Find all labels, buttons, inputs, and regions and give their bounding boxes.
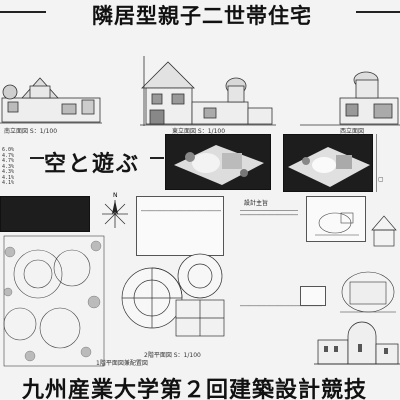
elevation-3	[300, 71, 400, 126]
svg-text:N: N	[113, 192, 118, 199]
site-photo	[0, 196, 90, 232]
table-row: 4.3%	[2, 163, 15, 170]
concept-sketch-panel: ━━━━━━━━━━━━━━━━━━━━━━━━━━━━━━━━━━━━━━━━…	[136, 196, 224, 256]
design-intent-text: ━━━━━━━━━━━━━━━━━━━━━━━━━━━━━━━━━━━━━━━━…	[240, 210, 298, 300]
table-row: 4.1%	[2, 174, 15, 181]
section-sketch-1	[371, 215, 397, 247]
table-row: 6.0%	[2, 147, 15, 153]
table-row: 4.7%	[2, 158, 15, 164]
elevation-3-caption: 西立面図	[340, 128, 365, 135]
table-row: 4.1%	[2, 180, 15, 186]
site-plan	[3, 235, 105, 367]
area-table: 6.0% 4.7% 4.7% 4.3% 4.3% 4.1% 4.1%	[2, 147, 28, 188]
subtitle-rule-left	[30, 157, 44, 159]
sketch-panel-2	[300, 286, 326, 306]
elevation-drawings	[0, 56, 400, 126]
table-row: 4.7%	[2, 152, 15, 159]
subtitle: 空と遊ぶ	[44, 151, 141, 177]
elevation-2-caption: 東立面図 S：1/100	[172, 128, 226, 135]
elevation-1	[0, 77, 102, 124]
title-rule-right	[356, 11, 400, 13]
board-title: 隣居型親子二世帯住宅	[92, 3, 312, 28]
ground-plan-caption: 1階平面図兼配置図	[96, 360, 148, 367]
concept-text-2: ━━━━━━━━━━━━━━━━━━━━━━━━━━━━━━━━━━━━━━━━…	[240, 304, 322, 308]
legend-caption: ▢	[378, 176, 384, 183]
concept-text: ━━━━━━━━━━━━━━━━━━━━━━━━━━━━━━━━━━━━━━━━…	[141, 209, 221, 213]
model-photo-1	[165, 134, 271, 190]
sketch-panel-1	[306, 196, 366, 242]
floor-plan-drawing	[121, 253, 225, 337]
competition-footer: 九州産業大学第２回建築設計競技	[22, 377, 368, 400]
table-row: 4.3%	[2, 169, 15, 175]
north-arrow-icon: N	[102, 192, 128, 228]
floor-plan-caption: 2階平面図 S：1/100	[144, 352, 201, 359]
elevation-1-caption: 南立面図 S：1/100	[4, 128, 58, 135]
section-sketch-2	[340, 271, 396, 313]
subtitle-rule-right	[150, 157, 164, 159]
title-rule-left	[0, 11, 46, 13]
side-margin	[376, 134, 400, 192]
elevation-2	[140, 56, 276, 126]
section-drawing	[314, 321, 400, 365]
design-intent-heading: 設計主旨	[244, 200, 269, 207]
model-photo-2	[283, 134, 373, 192]
title-bar: 隣居型親子二世帯住宅	[0, 0, 400, 30]
